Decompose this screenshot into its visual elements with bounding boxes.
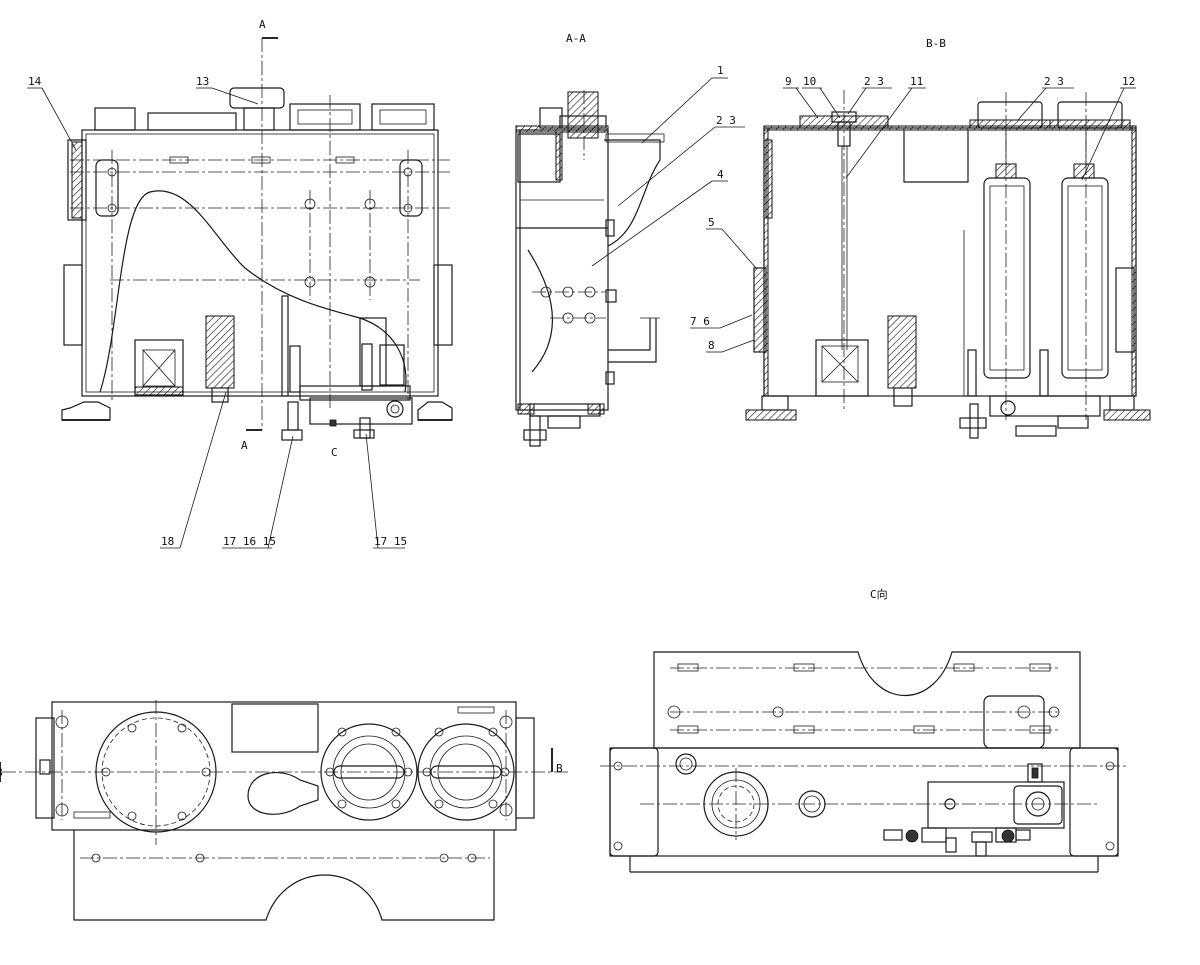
callout-11: 11 [845, 75, 926, 179]
section-b-b-view [745, 90, 1151, 439]
callout-10: 10 [802, 75, 841, 119]
view-c-title: C向 [870, 587, 888, 601]
svg-text:10: 10 [803, 75, 816, 88]
section-mark-a-bottom: A [241, 439, 248, 452]
section-a-a-title: A-A [566, 32, 586, 45]
callout-12: 12 [1081, 75, 1136, 181]
svg-text:2 3: 2 3 [716, 114, 736, 127]
view-arrow-c: C [331, 446, 338, 459]
view-c [600, 651, 1128, 873]
top-view [0, 700, 570, 921]
svg-text:17 15: 17 15 [374, 535, 407, 548]
cut-mark-b-right: B [556, 762, 563, 775]
section-a-a-view [515, 90, 665, 447]
svg-text:1: 1 [717, 64, 724, 77]
callout-14: 14 [27, 75, 77, 151]
callout-2-3-right: 2 3 [1017, 75, 1074, 121]
svg-text:17 16 15: 17 16 15 [223, 535, 276, 548]
callout-4: 4 [591, 168, 728, 267]
callout-5: 5 [706, 216, 757, 269]
svg-text:2 3: 2 3 [864, 75, 884, 88]
svg-text:2 3: 2 3 [1044, 75, 1064, 88]
svg-text:12: 12 [1122, 75, 1135, 88]
callout-9: 9 [783, 75, 819, 119]
svg-text:13: 13 [196, 75, 209, 88]
callout-17-15: 17 15 [365, 433, 407, 549]
callout-2-3-left: 2 3 [617, 114, 745, 207]
callout-7-6: 7 6 [690, 314, 753, 329]
callout-8: 8 [706, 339, 755, 353]
svg-text:11: 11 [910, 75, 923, 88]
svg-text:8: 8 [708, 339, 715, 352]
svg-text:18: 18 [161, 535, 174, 548]
cut-mark-b-left: B [0, 766, 3, 779]
svg-text:7 6: 7 6 [690, 315, 710, 328]
svg-text:14: 14 [28, 75, 42, 88]
front-view [61, 37, 453, 441]
callout-13: 13 [196, 75, 259, 105]
section-mark-a-top: A [259, 18, 266, 31]
section-b-b-title: B-B [926, 37, 946, 50]
callout-18: 18 [160, 391, 227, 549]
callout-1: 1 [641, 64, 728, 144]
callout-17-16-15: 17 16 15 [222, 435, 294, 549]
svg-text:4: 4 [717, 168, 724, 181]
svg-text:9: 9 [785, 75, 792, 88]
callout-2-3-mid: 2 3 [847, 75, 892, 115]
svg-text:5: 5 [708, 216, 715, 229]
